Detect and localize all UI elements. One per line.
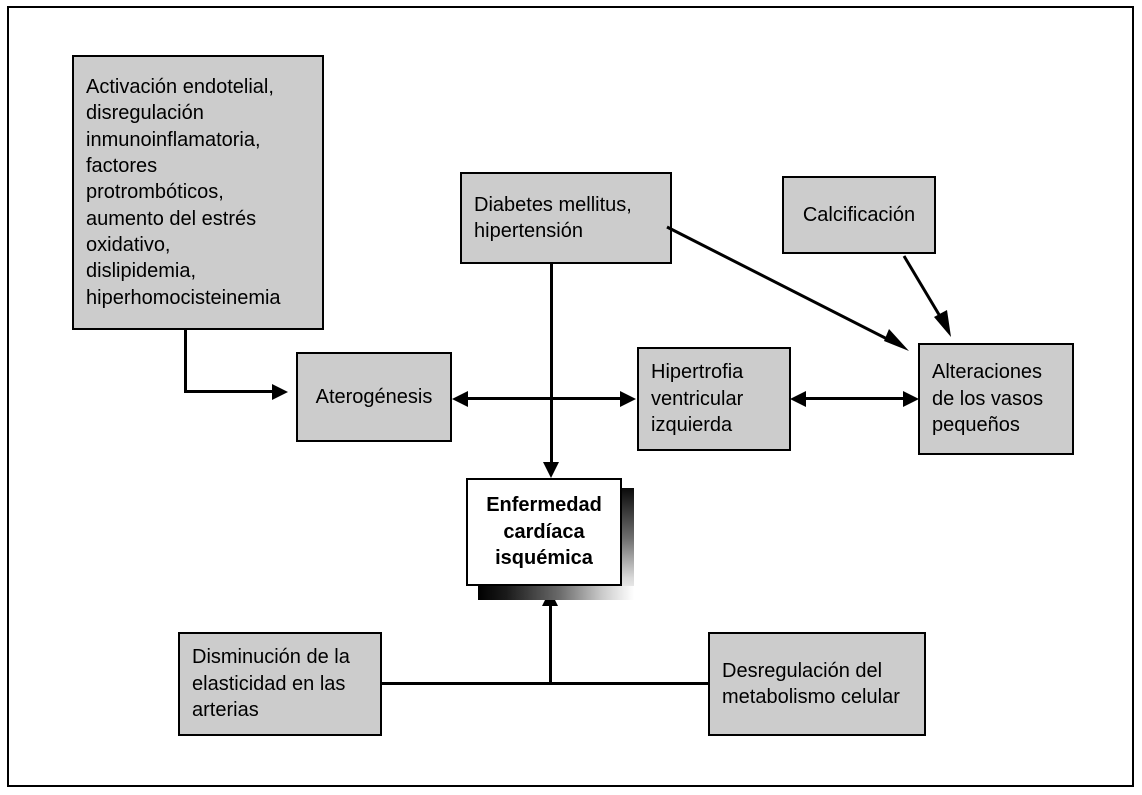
edge-diabetes-ischemic-vertical xyxy=(550,262,553,465)
edge-riskfactors-atherogenesis-vertical xyxy=(184,330,187,392)
node-cell-metabolism-dysregulation[interactable]: Desregulación del metabolismo celular xyxy=(708,632,926,736)
arrowhead-to-atherogenesis-left xyxy=(452,391,468,407)
node-left-ventricular-hypertrophy[interactable]: Hipertrofia ventricular izquierda xyxy=(637,347,791,451)
node-risk-factors[interactable]: Activación endotelial, disregulación inm… xyxy=(72,55,324,330)
edge-bottom-connector-line xyxy=(382,682,710,685)
edge-bottom-to-ischemic-vertical xyxy=(549,605,552,683)
arrowhead-to-smallvessels-right xyxy=(903,391,919,407)
arrowhead-to-ischemic-heart-disease xyxy=(543,462,559,478)
node-arterial-elasticity-decrease[interactable]: Disminución de la elasticidad en las art… xyxy=(178,632,382,736)
arrowhead-to-lvh-left xyxy=(790,391,806,407)
arrowhead-to-atherogenesis xyxy=(272,384,288,400)
node-calcification[interactable]: Calcificación xyxy=(782,176,936,254)
edge-lvh-smallvessels-line xyxy=(806,397,903,400)
node-small-vessel-alterations[interactable]: Alteraciones de los vasos pequeños xyxy=(918,343,1074,455)
edge-riskfactors-atherogenesis-horizontal xyxy=(184,390,274,393)
edge-calcification-smallvessels-diagonal xyxy=(902,255,951,337)
arrowhead-to-lvh-right xyxy=(620,391,636,407)
node-diabetes-hypertension[interactable]: Diabetes mellitus, hipertensión xyxy=(460,172,672,264)
ischemic-node-shadow-bottom xyxy=(478,586,634,600)
node-ischemic-heart-disease[interactable]: Enfermedad cardíaca isquémica xyxy=(466,478,622,586)
node-atherogenesis[interactable]: Aterogénesis xyxy=(296,352,452,442)
ischemic-node-shadow-right xyxy=(620,488,634,600)
edge-diabetes-smallvessels-diagonal xyxy=(666,225,909,351)
edge-atherogenesis-lvh-line xyxy=(468,397,620,400)
